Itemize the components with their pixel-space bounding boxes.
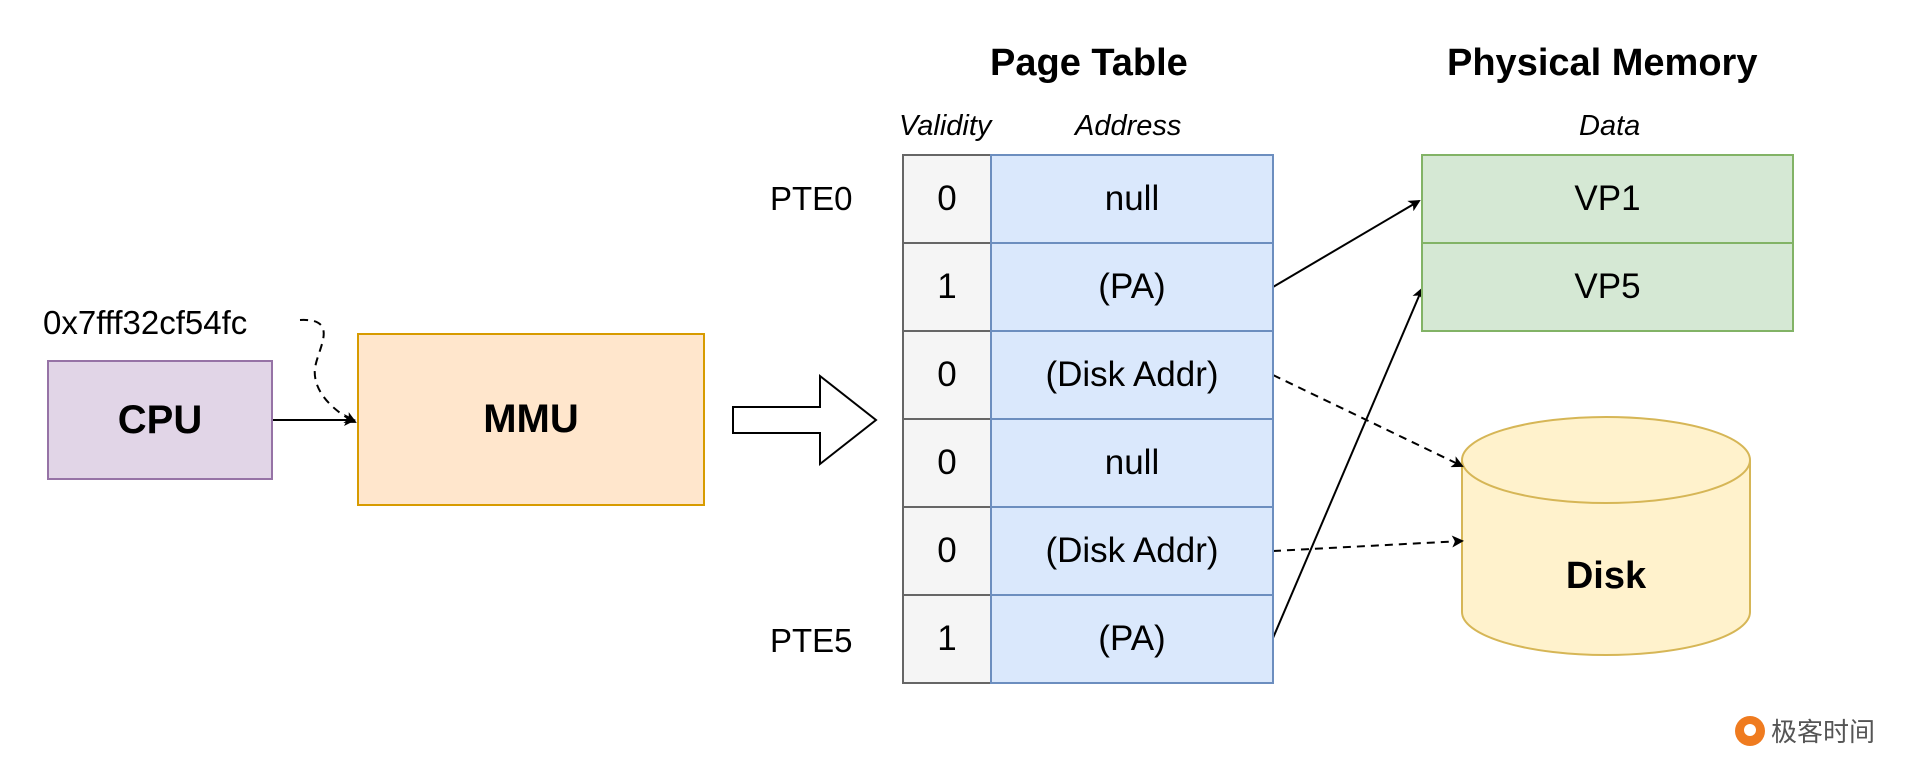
virtual-address-label: 0x7fff32cf54fc xyxy=(43,304,248,341)
pte5-address: (PA) xyxy=(990,594,1274,684)
pte2-to-disk-dashed-arrow xyxy=(1272,374,1464,468)
mmu-box: MMU xyxy=(357,333,705,506)
pte4-validity: 0 xyxy=(902,506,992,596)
validity-header: Validity xyxy=(899,110,992,142)
pte1-address: (PA) xyxy=(990,242,1274,332)
pte3-address: null xyxy=(990,418,1274,508)
pte0-validity: 0 xyxy=(902,154,992,244)
physical-memory-title: Physical Memory xyxy=(1447,42,1758,84)
logo-icon xyxy=(1735,715,1765,746)
pte5-validity: 1 xyxy=(902,594,992,684)
pte1-to-vp1-arrow xyxy=(1272,199,1421,288)
va-to-mmu-dashed-arrow xyxy=(299,318,357,423)
cpu-label: CPU xyxy=(117,397,203,442)
logo-text: 极客时间 xyxy=(1771,717,1876,747)
memory-vp5: VP5 xyxy=(1421,242,1794,332)
memory-vp1: VP1 xyxy=(1421,154,1794,244)
disk-label: Disk xyxy=(1565,555,1647,597)
pte0-address: null xyxy=(990,154,1274,244)
watermark-logo: 极客时间 xyxy=(1735,712,1875,749)
mmu-label: MMU xyxy=(483,397,579,441)
pte1-validity: 1 xyxy=(902,242,992,332)
pte4-address: (Disk Addr) xyxy=(990,506,1274,596)
pte5-to-vp5-arrow xyxy=(1272,287,1424,639)
pte3-validity: 0 xyxy=(902,418,992,508)
address-header: Address xyxy=(1075,110,1182,142)
pte2-address: (Disk Addr) xyxy=(990,330,1274,420)
disk-cylinder xyxy=(1461,416,1751,656)
data-header: Data xyxy=(1579,110,1641,142)
pte0-label: PTE0 xyxy=(770,180,853,217)
pte4-to-disk-dashed-arrow xyxy=(1272,535,1464,552)
pte2-validity: 0 xyxy=(902,330,992,420)
block-arrow xyxy=(732,373,878,467)
page-table-title: Page Table xyxy=(990,42,1188,84)
pte5-label: PTE5 xyxy=(770,622,853,659)
cpu-box: CPU xyxy=(47,360,273,480)
